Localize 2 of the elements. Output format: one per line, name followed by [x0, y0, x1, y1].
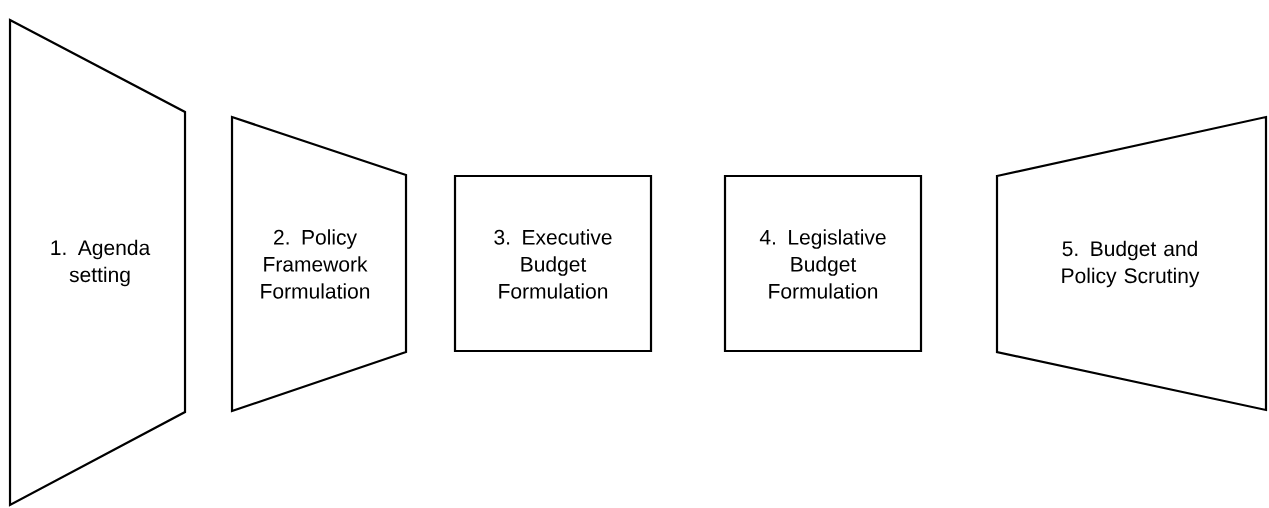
process-box: 3. Executive Budget Formulation	[453, 174, 653, 353]
process-box: 4. Legislative Budget Formulation	[723, 174, 923, 353]
